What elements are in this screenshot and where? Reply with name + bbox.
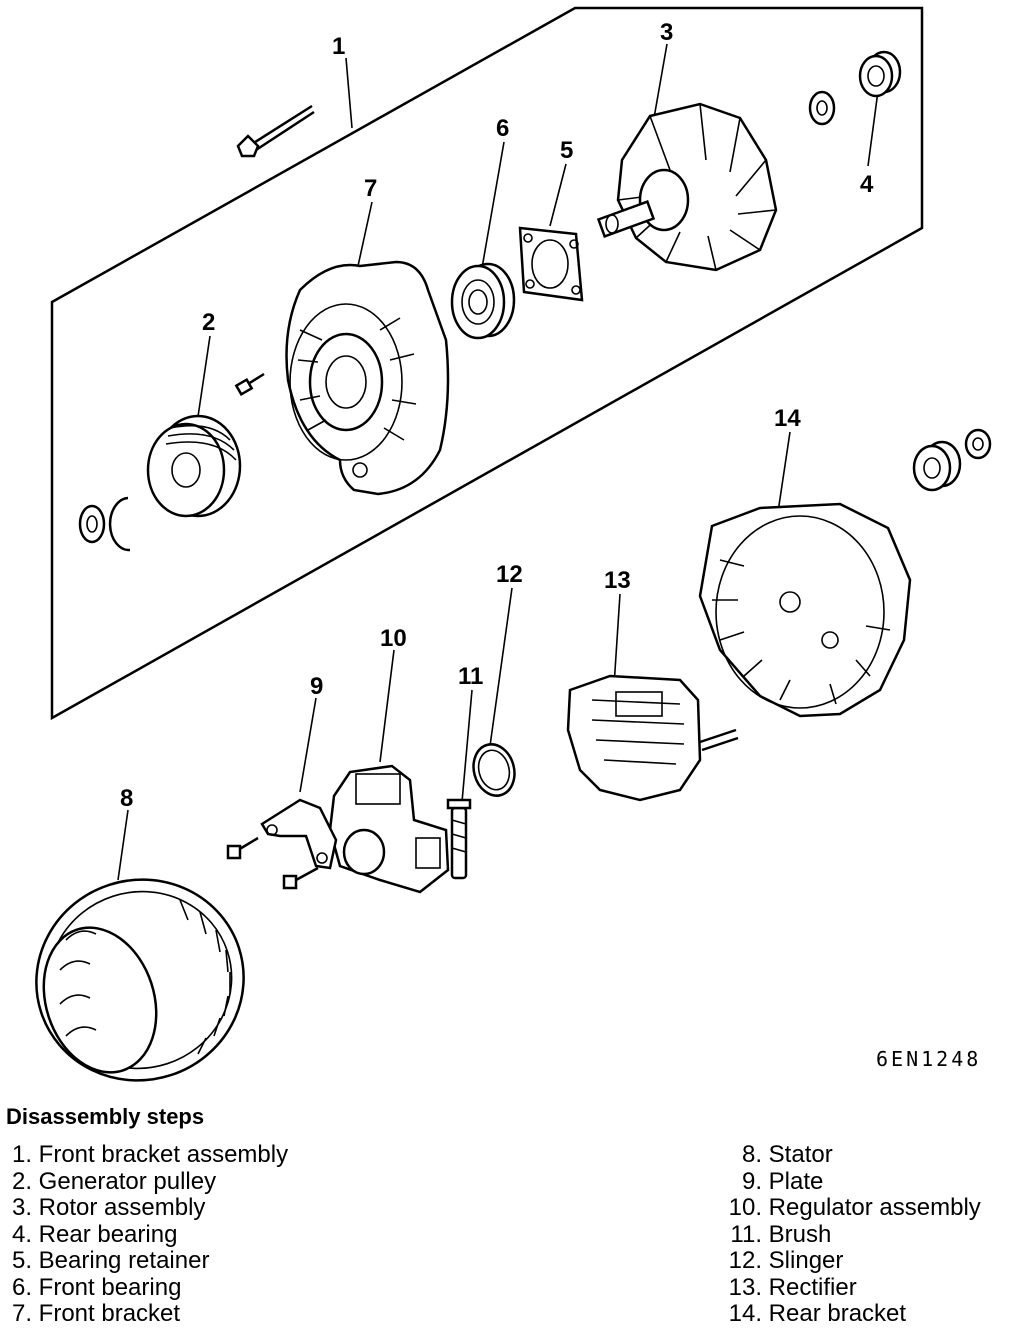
step-item: 12. Slinger (728, 1247, 844, 1274)
callout-7: 7 (364, 175, 377, 202)
steps-list-right: 8. Stator 9. Plate 10. Regulator assembl… (722, 1141, 981, 1328)
regulator-assembly (328, 764, 450, 894)
rectifier (566, 674, 739, 802)
exploded-view-diagram: 1 2 3 4 5 6 7 8 9 10 11 12 13 14 6EN1248 (35, 6, 992, 1082)
stator (35, 878, 245, 1082)
step-item: 9. Plate (741, 1167, 824, 1195)
step-item: 11. Brush (730, 1220, 832, 1248)
bearing-retainer (518, 226, 584, 302)
figure-code: 6EN1248 (876, 1047, 981, 1071)
step-item: 1. Front bracket assembly (11, 1141, 289, 1168)
steps-heading: Disassembly steps (6, 1104, 205, 1129)
leader-lines (117, 43, 881, 881)
step-item: 6. Front bearing (11, 1273, 182, 1301)
steps-list-left: 1. Front bracket assembly 2. Generator p… (6, 1141, 289, 1328)
front-bearing (450, 262, 516, 340)
step-item: 5. Bearing retainer (11, 1247, 210, 1274)
plate (260, 798, 338, 870)
callout-14: 14 (774, 405, 801, 432)
callout-4: 4 (860, 171, 874, 198)
callout-12: 12 (496, 561, 523, 588)
callout-3: 3 (660, 19, 673, 46)
step-item: 13. Rectifier (728, 1273, 857, 1301)
callout-13: 13 (604, 567, 631, 594)
brush (446, 798, 472, 880)
generator-pulley (78, 414, 242, 552)
step-item: 4. Rear bearing (11, 1220, 178, 1248)
callout-1: 1 (332, 33, 345, 60)
bracket-screw (234, 372, 265, 397)
rear-bracket-nut (912, 428, 992, 492)
slinger (472, 743, 516, 797)
callout-6: 6 (496, 115, 509, 142)
rotor-assembly (596, 102, 778, 272)
plate-screws (226, 836, 319, 890)
step-item: 3. Rotor assembly (11, 1194, 206, 1221)
callout-9: 9 (310, 673, 323, 700)
rear-bracket (698, 502, 912, 718)
front-bracket (285, 260, 450, 496)
callout-11: 11 (458, 663, 483, 690)
callout-2: 2 (202, 309, 215, 336)
step-item: 2. Generator pulley (11, 1167, 217, 1195)
callout-8: 8 (120, 785, 133, 812)
step-item: 10. Regulator assembly (728, 1194, 981, 1221)
callout-10: 10 (380, 625, 407, 652)
step-item: 7. Front bracket (11, 1300, 181, 1327)
front-bracket-assembly-frame (50, 6, 924, 721)
step-item: 8. Stator (741, 1141, 833, 1168)
rear-bearing (808, 50, 902, 126)
callout-labels: 1 2 3 4 5 6 7 8 9 10 11 12 13 14 6EN1248 (120, 19, 981, 1071)
callout-5: 5 (560, 137, 573, 164)
step-item: 14. Rear bracket (728, 1300, 907, 1327)
front-bracket-bolt (236, 104, 315, 158)
